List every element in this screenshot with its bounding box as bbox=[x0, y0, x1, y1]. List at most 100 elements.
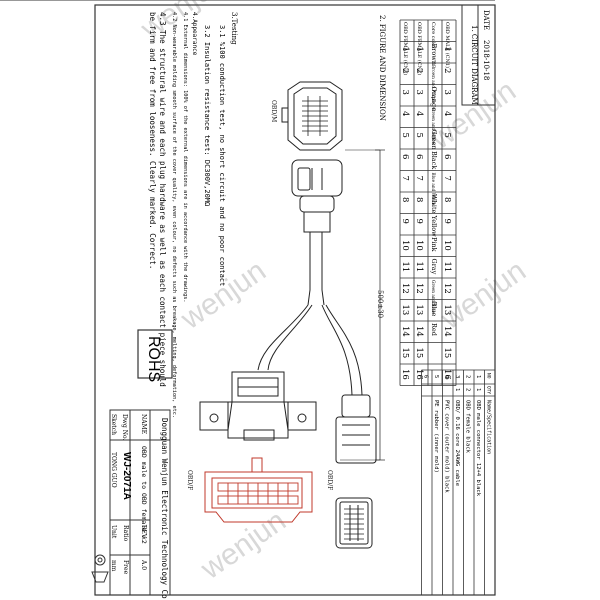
bom-row-no: 5 bbox=[433, 375, 439, 378]
pin-cn2-cell: 16 bbox=[414, 369, 424, 380]
title-name-label: NAME bbox=[140, 414, 147, 434]
pin-cn1-cell: 12 bbox=[442, 283, 452, 294]
pin-cn1-cell: 6 bbox=[442, 154, 452, 159]
section-figure-title: 2. FIGURE AND DIMENSION bbox=[378, 15, 386, 121]
pin-cn1-cell: 7 bbox=[442, 176, 452, 181]
appearance-item-3a: 4.3 The structural wire and each plug ha… bbox=[158, 12, 167, 387]
obd-female-flat bbox=[199, 371, 317, 441]
pin-cn3-cell: 7 bbox=[400, 176, 410, 181]
wire-color-cell: Green and Blue bbox=[431, 280, 436, 314]
bom-row-name: OBD female black bbox=[465, 400, 471, 454]
wire-color-cell: Green and Yellow bbox=[431, 108, 436, 146]
appearance-item-1: 4.1 External dimensions: 100% of the ext… bbox=[182, 12, 188, 302]
bom-row-no: 4 bbox=[444, 375, 450, 379]
testing-notes: 3.1 %100 conduction test, no short circu… bbox=[148, 12, 226, 418]
pin-cn2-cell: 15 bbox=[414, 348, 424, 359]
pin-cn3-cell: 12 bbox=[400, 283, 410, 294]
pin-cn2-cell: 4 bbox=[414, 111, 424, 116]
pin-table: OBD MALE (CN1) Core color OBD FEMALE (CN2)… bbox=[399, 19, 457, 386]
pin-cn3-cell: 14 bbox=[400, 326, 410, 337]
wire-color-cell: Green bbox=[430, 130, 438, 150]
pin-table-header: OBD FEMALE (CN3) bbox=[402, 22, 409, 75]
obd-male-face bbox=[281, 81, 343, 151]
pin-cn1-cell: 1 bbox=[442, 47, 452, 52]
appearance-title: 4.Appearance bbox=[191, 12, 198, 56]
pin-cn2-cell: 5 bbox=[414, 133, 424, 138]
pin-cn2-cell: 2 bbox=[414, 68, 424, 73]
pin-table-header: OBD MALE (CN1) bbox=[444, 22, 451, 68]
pin-cn3-cell: 3 bbox=[400, 90, 410, 95]
pin-cn3-cell: 1 bbox=[400, 47, 410, 52]
rohs-stamp: ROHS bbox=[137, 329, 173, 382]
obd-female-face-red bbox=[204, 457, 313, 523]
pin-cn2-cell: 12 bbox=[414, 283, 424, 294]
wire-color-cell: Yellow bbox=[430, 215, 438, 238]
cable-drawing: OBD/M 500±30 bbox=[199, 81, 385, 464]
appearance-item-3b: be firm and free from looseness. Clearly… bbox=[148, 12, 157, 269]
rev-value: A.0 bbox=[140, 559, 147, 570]
watermark: wenjun bbox=[194, 504, 292, 586]
bom-row-no: 3 bbox=[454, 375, 460, 378]
title-block: NAME OBD male to OBD female x2 Dwg No. W… bbox=[91, 409, 171, 600]
pin-cn1-cell: 10 bbox=[442, 240, 452, 251]
pin-cn1-cell: 11 bbox=[442, 262, 452, 273]
date-value: 2018-10-18 bbox=[482, 40, 490, 80]
pin-cn2-cell: 13 bbox=[414, 305, 424, 316]
bom-header-no: NO bbox=[486, 373, 492, 379]
section-testing-title: 3.Testing bbox=[230, 12, 238, 45]
pin-cn3-cell: 6 bbox=[400, 154, 410, 159]
test-item-2: 3.2 Insulation resistance test: DC300V,2… bbox=[203, 25, 211, 206]
ratio-value: Free bbox=[122, 560, 129, 575]
pin-cn1-cell: 13 bbox=[442, 305, 452, 316]
pin-cn3-cell: 10 bbox=[400, 240, 410, 251]
pin-cn1-cell: 2 bbox=[442, 68, 452, 73]
pin-cn1-cell: 5 bbox=[442, 133, 452, 138]
pin-cn2-cell: 14 bbox=[414, 326, 424, 337]
wire-color-cell: Black bbox=[430, 151, 438, 169]
wire-color-cell: Gray bbox=[430, 259, 438, 275]
wire-color-cell: Pink bbox=[430, 237, 438, 252]
wire-color-cell: Blue bbox=[430, 302, 438, 317]
bom-row-qty: 1 bbox=[454, 388, 460, 391]
obd-male-body bbox=[291, 159, 343, 233]
pin-table-header: OBD FEMALE (CN2) bbox=[416, 22, 423, 75]
cn1-label: OBD/M bbox=[270, 100, 277, 122]
wire-color-cell: Orange bbox=[430, 87, 438, 112]
bom-row-name: OBD male connector 12+4 black bbox=[475, 400, 481, 497]
pin-cn1-cell: 9 bbox=[442, 219, 452, 224]
pin-cn3-cell: 5 bbox=[400, 133, 410, 138]
sketch-label: Sketch bbox=[110, 414, 117, 435]
pin-cn3-cell: 16 bbox=[400, 369, 410, 380]
title-name-value: OBD male to OBD female x2 bbox=[140, 446, 148, 544]
sketch-value: TONG GUO bbox=[110, 452, 117, 488]
date-label: DATE bbox=[482, 10, 490, 30]
test-item-1: 3.1 %100 conduction test, no short circu… bbox=[218, 25, 226, 286]
pin-cn2-cell: 11 bbox=[414, 262, 424, 273]
obd-female-face-black bbox=[335, 497, 373, 549]
pin-cn2-cell: 6 bbox=[414, 154, 424, 159]
rev-label: REV bbox=[140, 525, 147, 539]
rohs-text: ROHS bbox=[145, 336, 162, 382]
pin-cn3-cell: 4 bbox=[400, 111, 410, 116]
wire-color-cell: Red bbox=[430, 323, 438, 336]
bom-row-name: PE rubber (inner mold) bbox=[433, 400, 439, 473]
bom-row-no: 2 bbox=[465, 375, 471, 378]
company-name: Dongguan Wenjun Electronic Technology Co… bbox=[160, 418, 169, 600]
pin-cn2-cell: 10 bbox=[414, 240, 424, 251]
pin-cn3-cell: 8 bbox=[400, 197, 410, 202]
appearance-item-2: 4.2 Non-wearable molding smooth surface … bbox=[171, 12, 177, 418]
pin-cn2-cell: 7 bbox=[414, 176, 424, 181]
ratio-label: Ratio bbox=[122, 525, 129, 542]
pin-cn3-cell: 11 bbox=[400, 262, 410, 273]
pin-cn2-cell: 9 bbox=[414, 219, 424, 224]
obd-female-upright bbox=[335, 394, 377, 464]
pin-cn3-cell: 13 bbox=[400, 305, 410, 316]
pin-table-header: Core color bbox=[430, 22, 436, 49]
bom-header-name: Name/Specification bbox=[486, 400, 492, 454]
wire-color-cell: Brown bbox=[430, 44, 438, 66]
drawing-no-label: Dwg No. bbox=[121, 414, 128, 440]
cn3-label: OBD/F bbox=[326, 470, 333, 490]
unit-value: mm bbox=[110, 560, 117, 572]
pin-cn1-cell: 14 bbox=[442, 326, 452, 337]
